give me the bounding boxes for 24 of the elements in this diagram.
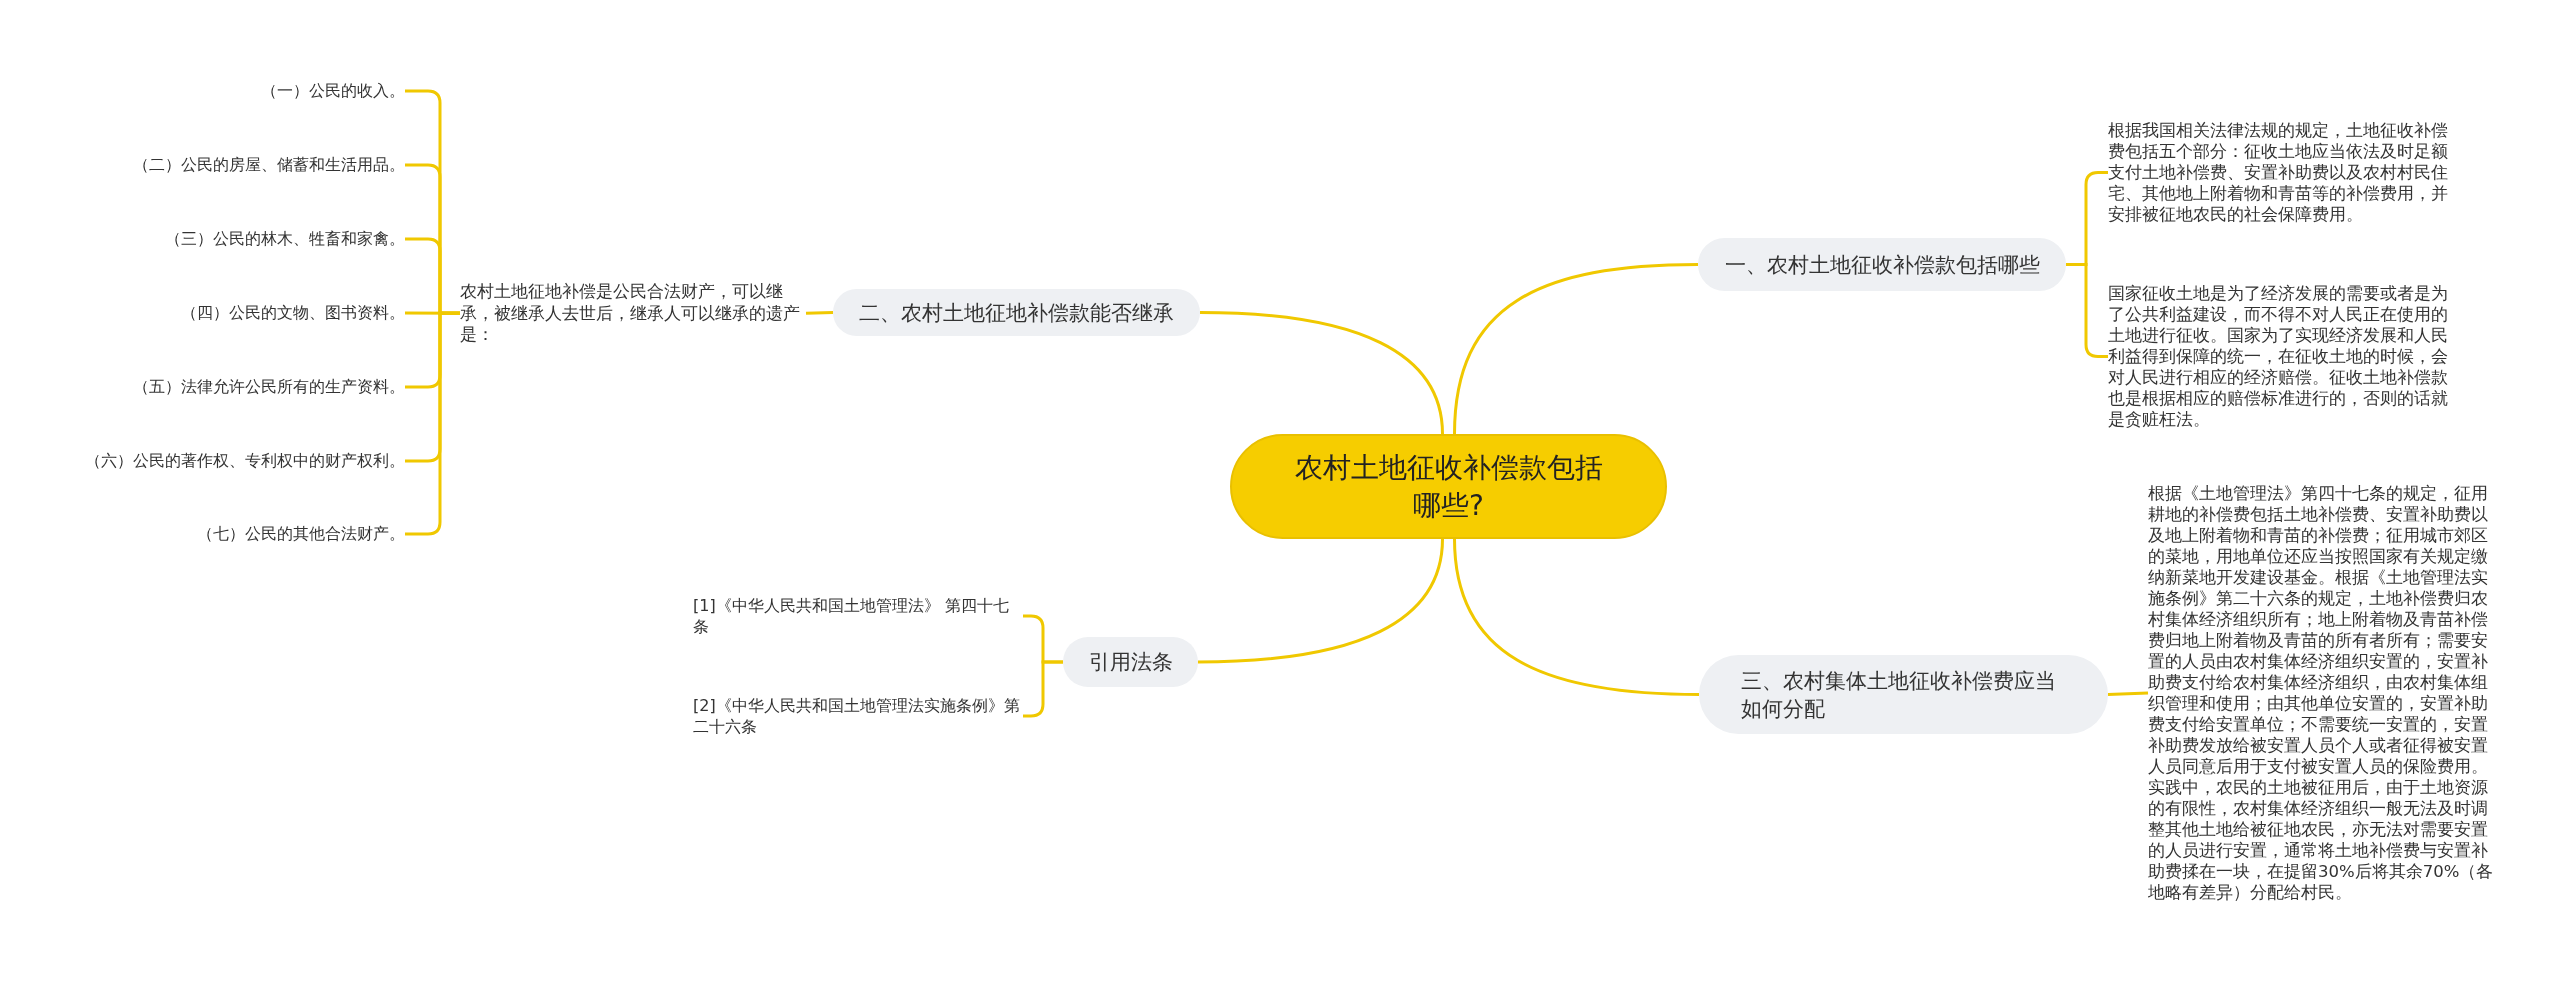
connector-line: [2107, 691, 2149, 696]
connector-line: [1453, 538, 1700, 696]
note-text: 根据我国相关法律法规的规定，土地征收补偿费包括五个部分：征收土地应当依法及时足额支付土地补偿费、安置补助费以及农村村民住宅、其他地上附着物和青苗等的补偿费用，并安排被征地农民的社会保障费用。: [2108, 120, 2454, 225]
branch-topic-box: 引用法条: [1063, 637, 1198, 687]
note-text: 国家征收土地是为了经济发展的需要或者是为了公共利益建设，而不得不对人民正在使用的土地进行征收。国家为了实现经济发展和人民利益得到保障的统一，在征收土地的时候，会对人民进行相应的经济赔偿。征收土地补偿款也是根据相应的赔偿标准进行的，否则的话就是贪赃枉法。: [2108, 283, 2454, 430]
branch-topic-box: 一、农村土地征收补偿款包括哪些: [1698, 238, 2066, 291]
list-item-text: （一）公民的收入。: [261, 80, 405, 102]
citation-text: [2]《中华人民共和国土地管理法实施条例》第二十六条: [693, 695, 1023, 737]
central-topic-box: 农村土地征收补偿款包括哪些?: [1230, 434, 1667, 539]
connector-line: [1197, 538, 1444, 664]
connector-line: [1199, 311, 1444, 435]
note-text: 农村土地征地补偿是公民合法财产，可以继承，被继承人去世后，继承人可以继承的遗产是：: [460, 281, 806, 346]
list-item-text: （四）公民的文物、图书资料。: [181, 302, 405, 324]
branch-topic-box: 三、农村集体土地征收补偿费应当如何分配: [1699, 655, 2108, 734]
connector-line: [1453, 263, 1699, 435]
note-text: 根据《土地管理法》第四十七条的规定，征用耕地的补偿费包括土地补偿费、安置补助费以及地上附着物和青苗的补偿费；征用城市郊区的菜地，用地单位还应当按照国家有关规定缴纳新菜地开发建设基金。根据《土地管理法实施条例》第二十六条的规定，土地补偿费归农村集体经济组织所有；地上附着物及青苗补偿费归地上附着物及青苗的所有者所有；需要安置的人员由农村集体经济组织安置的，安置补助费支付给农村集体经济组织，由农村集体组织管理和使用；由其他单位安置的，安置补助费支付给安置单位；不需要统一安置的，安置补助费发放给被安置人员个人或者征得被安置人员同意后用于支付被安置人员的保险费用。实践中，农民的土地被征用后，由于土地资源的有限性，农村集体经济组织一般无法及时调整其他土地给被征地农民，亦无法对需要安置的人员进行安置，通常将土地补偿费与安置补助费揉在一块，在提留30%后将其余70%（各地略有差异）分配给村民。: [2148, 483, 2494, 903]
connector-line: [805, 311, 834, 315]
list-item-text: （六）公民的著作权、专利权中的财产权利。: [85, 450, 405, 472]
list-item-text: （二）公民的房屋、储蓄和生活用品。: [133, 154, 405, 176]
list-item-text: （三）公民的林木、牲畜和家禽。: [165, 228, 405, 250]
citation-text: [1]《中华人民共和国土地管理法》 第四十七条: [693, 595, 1023, 637]
list-item-text: （五）法律允许公民所有的生产资料。: [133, 376, 405, 398]
branch-topic-box: 二、农村土地征地补偿款能否继承: [833, 289, 1200, 336]
list-item-text: （七）公民的其他合法财产。: [197, 523, 405, 545]
